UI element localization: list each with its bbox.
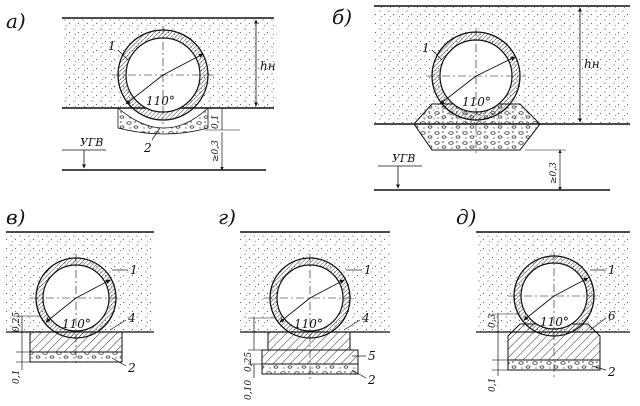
radius-line-right: [309, 279, 345, 299]
callout-1: 1: [422, 41, 430, 55]
leader-2: [111, 357, 127, 367]
height-label: hн: [584, 57, 600, 71]
radius-line-right: [475, 56, 516, 77]
callout-4: 4: [361, 311, 370, 325]
radius-line-left: [279, 297, 311, 323]
dim-label-025: 0,25: [12, 312, 22, 332]
height-label: hн: [260, 59, 276, 73]
leader-4: [109, 319, 127, 331]
panel-label: б): [332, 5, 352, 29]
angle-label: 110°: [462, 95, 491, 109]
panel-g: г) 110° 1 4 5 2 0,25 0,10: [218, 205, 390, 400]
leader-6: [589, 317, 607, 331]
radius-line-left: [125, 74, 164, 105]
radius-line-left: [45, 297, 77, 323]
callout-2: 2: [607, 365, 616, 379]
gravel-prism: [413, 103, 541, 151]
panel-d: д) 110° 1 6 2 0,3 0,1: [456, 205, 630, 392]
groundwater-label: УГВ: [80, 136, 103, 149]
dim-label-01: 0,1: [488, 378, 498, 392]
panel-v: в) 110° 1 4 2 0,25 0,1: [6, 205, 154, 384]
callout-5: 5: [368, 349, 376, 363]
callout-1: 1: [608, 263, 616, 277]
radius-line-right: [75, 279, 111, 299]
panel-label: д): [456, 205, 476, 229]
radius-line-right: [162, 53, 204, 76]
callout-2: 2: [367, 373, 376, 387]
dim-label-010: 0,10: [244, 380, 254, 400]
dim-label-025: 0,25: [244, 352, 254, 372]
callout-6: 6: [608, 309, 616, 323]
radius-line-left: [523, 295, 555, 321]
leader-1: [117, 49, 129, 61]
leader-4: [343, 319, 361, 331]
angle-label: 110°: [294, 317, 323, 331]
angle-label: 110°: [540, 315, 569, 329]
callout-1: 1: [364, 263, 372, 277]
radius-line-left: [439, 75, 477, 105]
panel-label: а): [6, 9, 26, 33]
leader-2: [151, 127, 161, 141]
dim-label-03: ≥0,3: [549, 162, 559, 184]
dim-label-01: 0,1: [211, 115, 221, 129]
leader-2: [351, 369, 367, 379]
callout-2: 2: [127, 361, 136, 375]
callout-4: 4: [127, 311, 136, 325]
dim-label-03: 0,3: [488, 313, 498, 328]
panel-label: г): [218, 205, 236, 229]
angle-label: 110°: [62, 317, 91, 331]
leader-2: [591, 365, 607, 371]
panel-a: а) 110° 1 2 hн 0,1 ≥0,3 УГВ: [6, 9, 276, 171]
dim-label-03: ≥0,3: [211, 140, 221, 162]
groundwater-label: УГВ: [392, 152, 415, 165]
panel-b: б) 110° 1 hн ≥0,3 УГВ: [332, 5, 630, 191]
leader-1: [431, 49, 443, 61]
callout-1: 1: [108, 39, 116, 53]
bedding-layer: [117, 107, 209, 135]
angle-label: 110°: [146, 94, 175, 108]
panel-label: в): [6, 205, 25, 229]
dim-label-01: 0,1: [12, 370, 22, 384]
callout-2: 2: [143, 141, 152, 155]
callout-1: 1: [130, 263, 138, 277]
radius-line-right: [553, 277, 589, 297]
